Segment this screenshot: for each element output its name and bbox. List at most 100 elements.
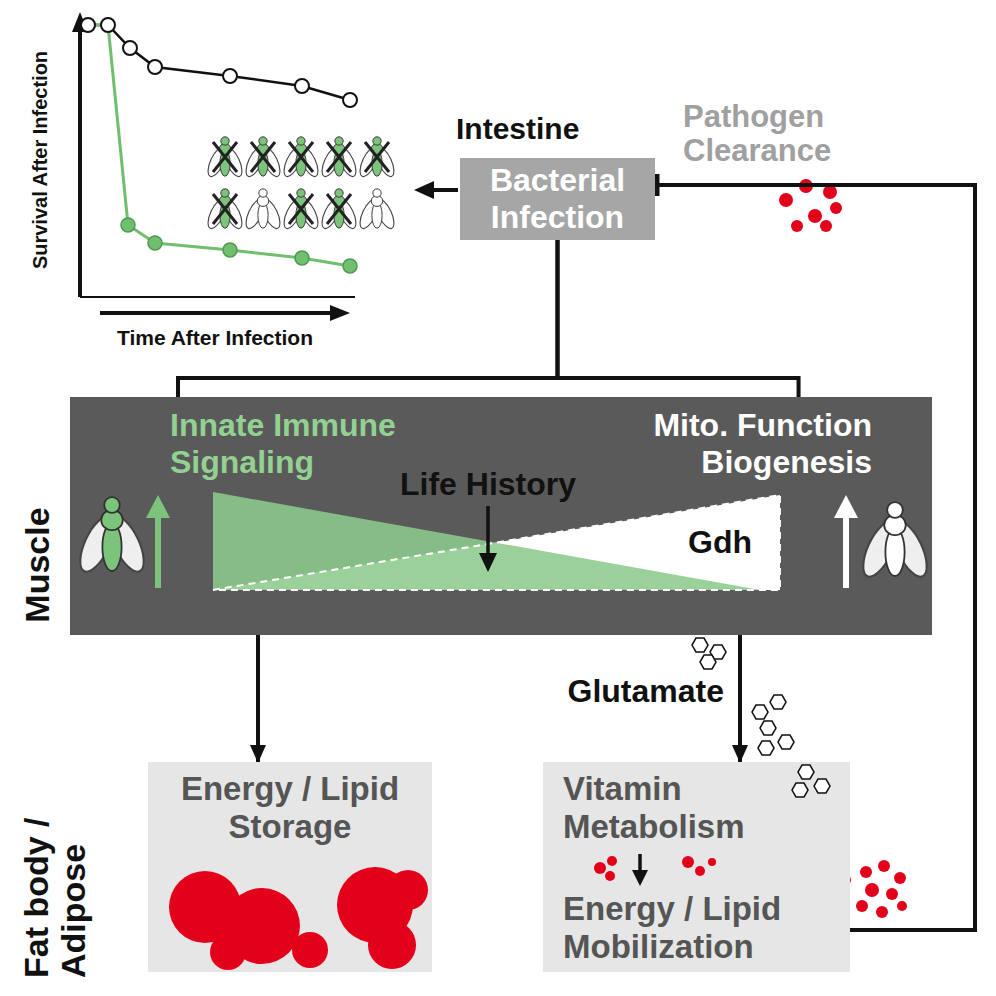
art-shape xyxy=(123,41,137,55)
art-shape xyxy=(343,93,357,107)
dead-mark xyxy=(365,142,389,172)
dead-mark xyxy=(213,142,237,172)
lipid-droplet xyxy=(594,862,606,874)
fly-icon xyxy=(204,189,245,231)
y-axis xyxy=(78,30,82,297)
increase-arrowhead xyxy=(834,495,858,518)
art-shape xyxy=(297,189,305,197)
time-arrow xyxy=(100,311,332,315)
fly-icon xyxy=(280,137,321,179)
fly-icon xyxy=(280,189,321,231)
dead-mark xyxy=(289,194,313,224)
life-history-arrowhead xyxy=(479,553,497,572)
increase-arrow xyxy=(843,515,849,588)
art-shape xyxy=(373,137,381,145)
dead-mark xyxy=(213,194,237,224)
art-shape xyxy=(432,188,458,192)
tissue-heading: Fat body / Adipose xyxy=(18,758,93,978)
muscle-panel: MuscleInnate Immune SignalingMito. Funct… xyxy=(70,397,932,635)
increase-arrow xyxy=(155,515,161,588)
fly-icon xyxy=(356,189,397,231)
dead-mark xyxy=(251,142,275,172)
lipid-droplet xyxy=(682,856,694,868)
fly-icon xyxy=(856,502,933,581)
art-shape xyxy=(860,866,872,878)
gene-label: Gdh xyxy=(688,524,752,561)
art-shape xyxy=(823,185,837,199)
glutamate-molecule xyxy=(758,741,774,755)
art-shape xyxy=(259,189,267,197)
lipid-droplet xyxy=(607,856,617,866)
glutamate-molecule xyxy=(814,779,830,793)
axis-label: Survival After Infection xyxy=(29,51,52,269)
art-shape xyxy=(295,251,309,265)
immune-signaling-region: Innate Immune Signaling xyxy=(170,407,460,607)
process-box-text: Bacterial Infection xyxy=(468,162,647,236)
art-shape xyxy=(808,209,822,223)
pathway-label: Mito. Function Biogenesis xyxy=(600,407,872,481)
art-shape xyxy=(414,181,434,199)
process-box-text: Energy / Lipid Storage xyxy=(162,770,418,846)
lipid-droplet xyxy=(292,932,328,968)
fly-icon xyxy=(242,137,283,179)
art-shape xyxy=(897,901,907,911)
art-shape xyxy=(295,79,309,93)
conversion-arrow xyxy=(638,854,642,872)
tissue-heading: Muscle xyxy=(18,507,57,622)
art-shape xyxy=(343,259,357,273)
glutamate-molecule xyxy=(798,765,814,779)
survival-plot xyxy=(72,12,357,321)
dead-mark xyxy=(327,142,351,172)
region-heading: Intestine xyxy=(456,112,579,147)
art-shape xyxy=(148,60,162,74)
fly-icon xyxy=(356,137,397,179)
fly-icon xyxy=(318,137,359,179)
fly-icon xyxy=(204,137,245,179)
axis-label: Time After Infection xyxy=(117,326,313,350)
axis-arrowhead xyxy=(330,305,350,321)
art-shape xyxy=(876,906,888,918)
life-history-arrow xyxy=(486,506,490,556)
glutamate-molecule xyxy=(792,783,808,797)
art-shape xyxy=(856,900,868,912)
life-history-label: Life History xyxy=(400,466,576,503)
infected-curve xyxy=(88,25,350,266)
immune-wedge xyxy=(213,492,760,590)
art-shape xyxy=(148,236,162,250)
glutamate-molecule xyxy=(778,735,794,749)
edge-label: Glutamate xyxy=(568,672,724,709)
fly-icon xyxy=(242,189,283,231)
art-shape xyxy=(335,137,343,145)
art-shape xyxy=(820,220,832,232)
art-shape xyxy=(373,189,381,197)
glutamate-molecule xyxy=(692,638,708,652)
lipid-droplet xyxy=(695,866,705,876)
art-shape xyxy=(104,497,120,513)
control-points xyxy=(81,18,357,107)
art-shape xyxy=(101,18,115,32)
mobilization-box: Vitamin MetabolismEnergy / Lipid Mobiliz… xyxy=(543,762,850,972)
art-shape xyxy=(223,69,237,83)
art-shape xyxy=(259,137,267,145)
art-shape xyxy=(865,883,879,897)
glutamate-molecule xyxy=(752,705,768,719)
process-box-text: Energy / Lipid Mobilization xyxy=(563,890,834,966)
lipid-droplet xyxy=(368,921,416,969)
art-shape xyxy=(830,202,842,214)
connector xyxy=(178,240,558,407)
art-shape xyxy=(779,193,793,207)
art-shape xyxy=(791,220,803,232)
node-illustration-group xyxy=(169,867,428,970)
process-box-text: Vitamin Metabolism xyxy=(563,770,834,846)
fly-grid xyxy=(204,137,397,231)
storage-box: Energy / Lipid Storage xyxy=(148,762,432,972)
glutamate-molecule xyxy=(700,655,716,669)
art-shape xyxy=(886,888,898,900)
connector xyxy=(558,240,799,407)
art-shape xyxy=(297,137,305,145)
art-shape xyxy=(121,218,135,232)
infection-arrow xyxy=(414,181,458,199)
control-curve xyxy=(88,25,350,100)
fly-icon xyxy=(73,497,150,576)
fly-icon xyxy=(318,189,359,231)
